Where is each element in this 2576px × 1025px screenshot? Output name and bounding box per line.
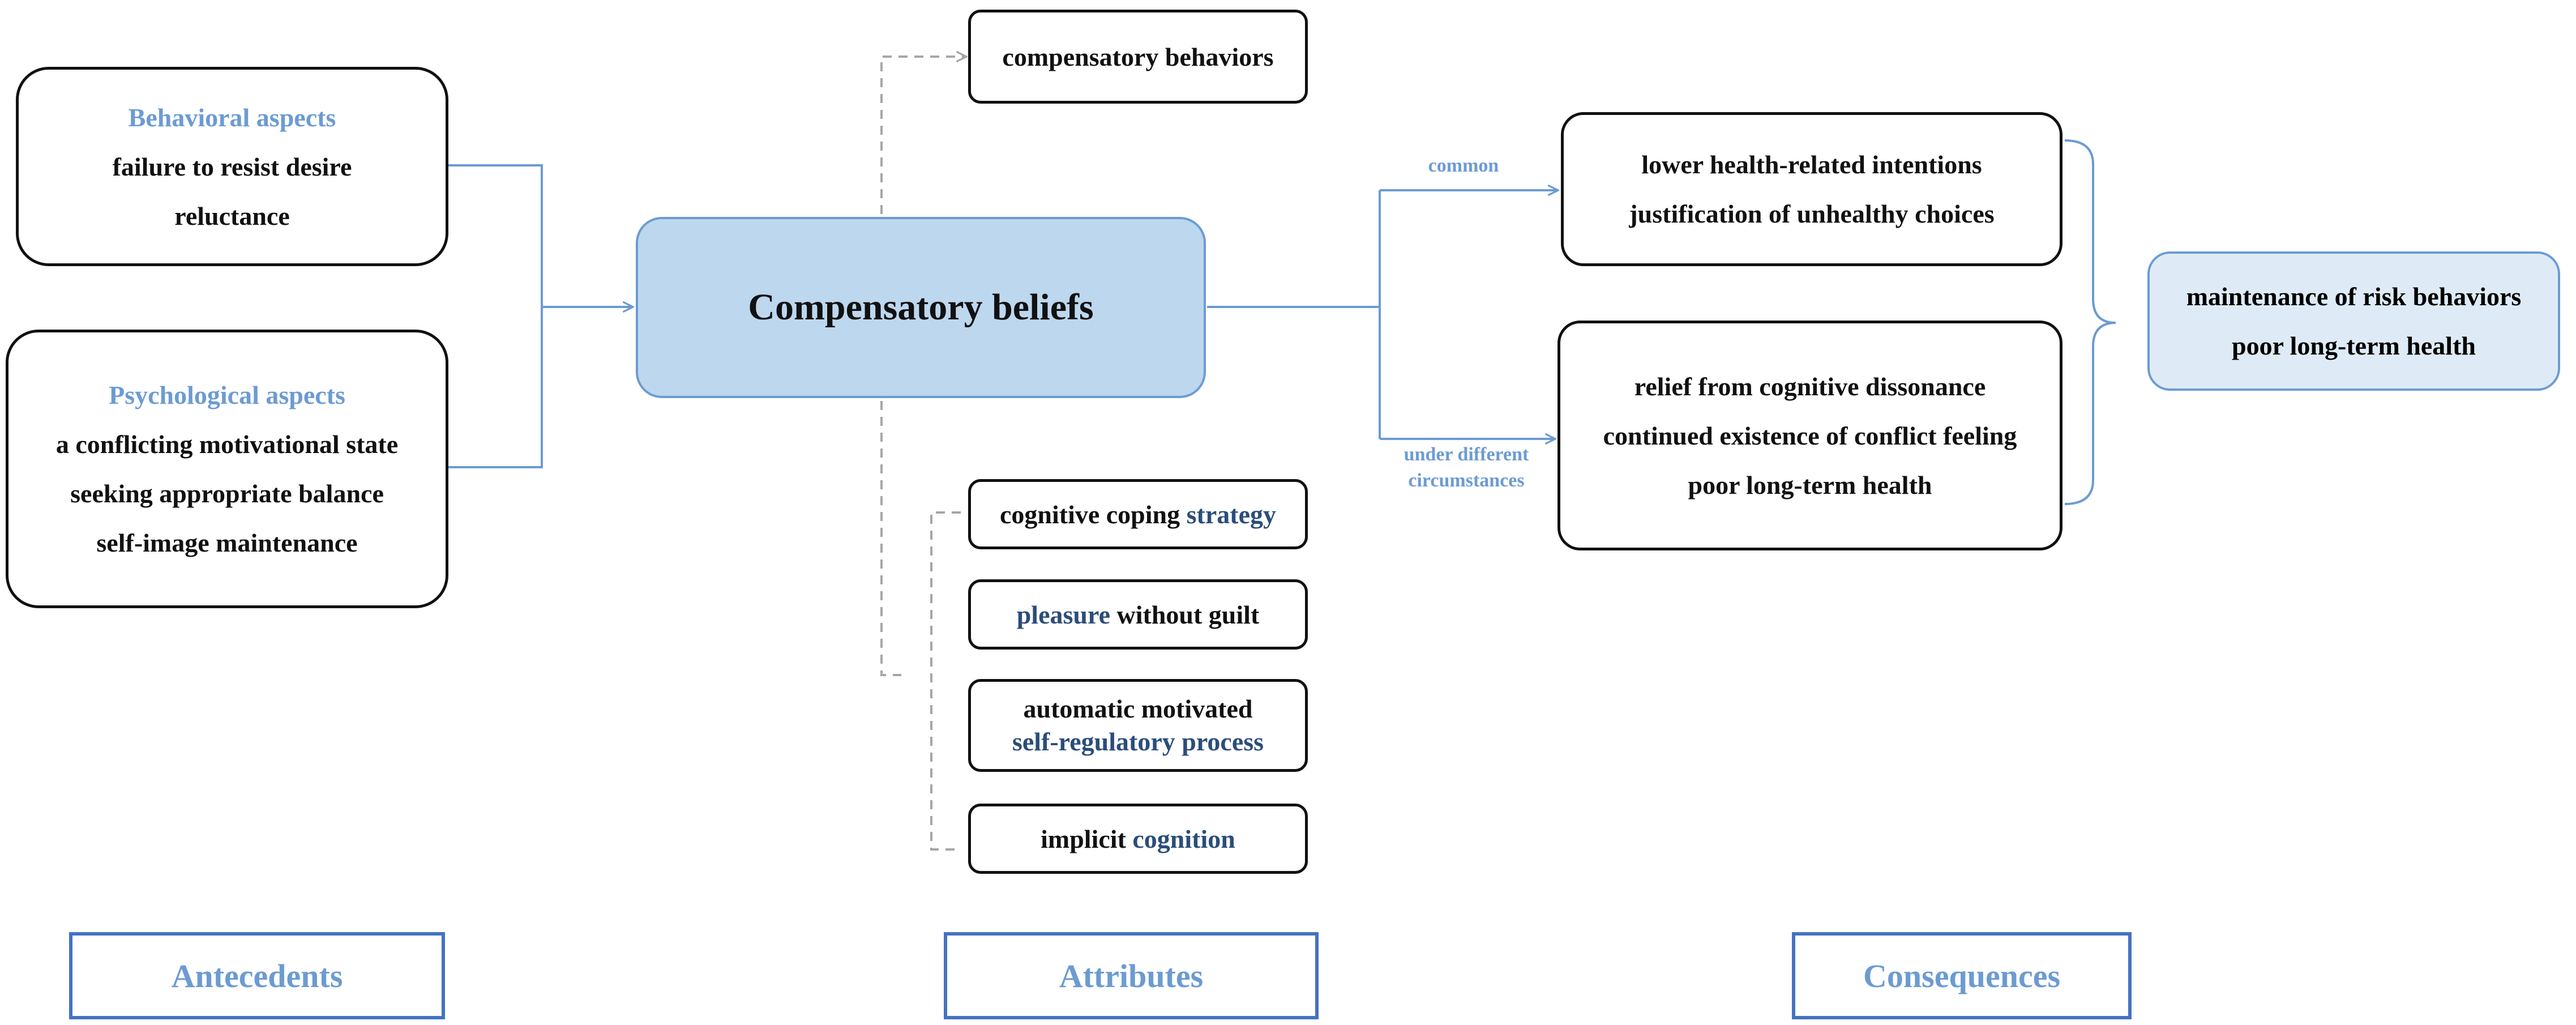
attribute-automatic-line1: automatic motivated	[1023, 694, 1253, 723]
different-item: poor long-term health	[1688, 470, 1932, 499]
attribute-coping-text: cognitive coping strategy	[1000, 490, 1276, 539]
attribute-pleasure-text: pleasure without guilt	[1017, 590, 1260, 639]
attribute-implicit-box: implicit cognition	[968, 804, 1308, 874]
section-consequences: Consequences	[1792, 932, 2132, 1019]
common-consequences-box: lower health-related intentions justific…	[1561, 112, 2062, 266]
section-antecedents-label: Antecedents	[171, 957, 343, 994]
section-attributes: Attributes	[944, 932, 1319, 1019]
section-antecedents: Antecedents	[69, 932, 445, 1019]
different-label-line2: circumstances	[1408, 470, 1525, 491]
consequences-brace	[2064, 139, 2116, 505]
result-box: maintenance of risk behaviors poor long-…	[2147, 251, 2560, 391]
common-item: justification of unhealthy choices	[1629, 199, 1995, 228]
psychological-aspects-box: Psychological aspects a conflicting moti…	[6, 330, 448, 608]
behavioral-aspects-heading: Behavioral aspects	[128, 103, 336, 132]
psychological-item: self-image maintenance	[96, 528, 358, 557]
compensatory-behaviors-label: compensatory behaviors	[1002, 42, 1274, 71]
compensatory-beliefs-box: Compensatory beliefs	[636, 217, 1206, 398]
attribute-implicit-highlight: cognition	[1132, 824, 1235, 853]
attribute-implicit-prefix: implicit	[1041, 824, 1133, 853]
consequences-connector	[1207, 190, 1558, 439]
different-item: relief from cognitive dissonance	[1634, 371, 1986, 401]
psychological-item: a conflicting motivational state	[55, 430, 399, 459]
result-item: maintenance of risk behaviors	[2186, 282, 2522, 311]
behaviors-dashed-connector	[880, 57, 966, 214]
behavioral-item: reluctance	[174, 201, 290, 230]
psychological-item: seeking appropriate balance	[70, 479, 384, 508]
attributes-dashed-connector	[880, 401, 961, 851]
behavioral-item: failure to resist desire	[112, 152, 352, 181]
section-attributes-label: Attributes	[1059, 957, 1204, 994]
attribute-pleasure-box: pleasure without guilt	[968, 579, 1308, 650]
different-consequences-box: relief from cognitive dissonance continu…	[1557, 321, 2062, 550]
psychological-aspects-heading: Psychological aspects	[109, 381, 345, 409]
attribute-pleasure-suffix: without guilt	[1110, 600, 1260, 629]
common-label: common	[1428, 155, 1499, 176]
antecedents-connector	[448, 164, 633, 468]
compensatory-beliefs-title: Compensatory beliefs	[748, 287, 1094, 328]
compensatory-behaviors-box: compensatory behaviors	[968, 10, 1308, 104]
section-consequences-label: Consequences	[1863, 957, 2061, 994]
attribute-implicit-text: implicit cognition	[1041, 814, 1235, 864]
attribute-automatic-highlight: self-regulatory process	[1012, 727, 1264, 756]
attribute-coping-prefix: cognitive coping	[999, 499, 1187, 529]
attribute-coping-highlight: strategy	[1186, 499, 1277, 529]
different-label-line1: under different	[1403, 444, 1529, 465]
attribute-automatic-box: automatic motivated self-regulatory proc…	[968, 679, 1308, 772]
behavioral-aspects-box: Behavioral aspects failure to resist des…	[16, 67, 448, 266]
attribute-pleasure-highlight: pleasure	[1016, 600, 1110, 629]
result-item: poor long-term health	[2231, 331, 2476, 360]
different-circumstances-label: under different circumstances	[1370, 442, 1563, 494]
attribute-coping-strategy-box: cognitive coping strategy	[968, 479, 1308, 549]
common-item: lower health-related intentions	[1641, 150, 1982, 179]
different-item: continued existence of conflict feeling	[1603, 421, 2017, 450]
